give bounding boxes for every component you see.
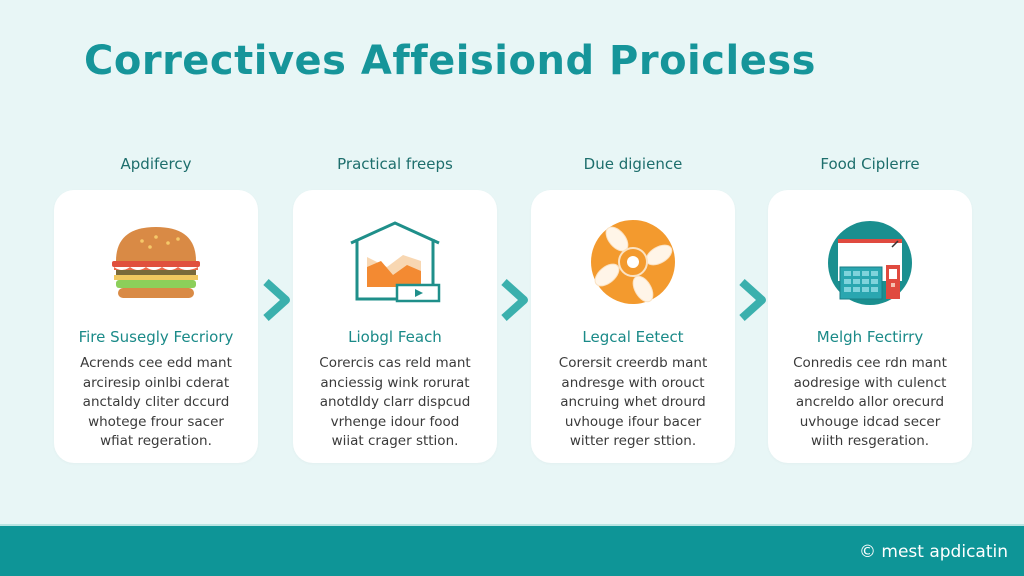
footer-copyright: © mest apdicatin <box>859 542 1008 562</box>
body-line: witter reger sttion. <box>569 433 697 449</box>
page-title: Correctives Affeisiond Proicless <box>84 38 816 84</box>
body-line: wfiat regeration. <box>100 433 212 449</box>
step-card-body: Acrends cee edd mant arciresip oinlbi cd… <box>62 354 250 452</box>
body-line: aodresige with culenct <box>793 374 947 391</box>
step-label-3: Due digience <box>583 155 683 173</box>
body-line: ancruing whet drourd <box>560 394 706 410</box>
step-card-title: Legcal Eetect <box>582 328 684 346</box>
step-card-title: Liobgl Feach <box>348 328 442 346</box>
body-line: andresge with orouct <box>561 374 705 391</box>
burger-icon <box>101 212 211 312</box>
step-card-body: Conredis cee rdn mant aodresige with cul… <box>776 354 964 452</box>
orange-dial-icon <box>578 212 688 312</box>
body-line: anciessig wink rorurat <box>320 374 470 391</box>
body-line: uvhouge idcad secer <box>799 413 941 430</box>
step-card-title: Fire Susegly Fecriory <box>78 328 234 346</box>
calculator-icon <box>815 212 925 312</box>
step-card-body: Corercis cas reld mant anciessig wink ro… <box>301 354 489 452</box>
body-line: ancreldo allor orecurd <box>795 394 945 410</box>
chevron-right-icon <box>262 276 292 324</box>
body-line: Corercis cas reld mant <box>319 355 471 371</box>
body-line: uvhouge ifour bacer <box>564 413 702 430</box>
house-chart-icon <box>340 212 450 312</box>
step-card-1: Fire Susegly Fecriory Acrends cee edd ma… <box>54 190 258 463</box>
body-line: vrhenge idour food <box>330 413 460 430</box>
step-card-2: Liobgl Feach Corercis cas reld mant anci… <box>293 190 497 463</box>
body-line: anotdldy clarr dispcud <box>319 394 471 410</box>
step-label-2: Practical freeps <box>337 155 453 173</box>
step-label-1: Apdifercy <box>120 155 192 173</box>
footer-band: © mest apdicatin <box>0 524 1024 576</box>
body-line: wiith resgeration. <box>810 433 930 449</box>
body-line: wiiat crager sttion. <box>331 433 459 449</box>
step-card-body: Corersit creerdb mant andresge with orou… <box>539 354 727 452</box>
step-card-title: Melgh Fectirry <box>816 328 924 346</box>
body-line: Corersit creerdb mant <box>558 355 708 371</box>
chevron-right-icon <box>500 276 530 324</box>
body-line: whotege frour sacer <box>88 413 224 430</box>
step-label-4: Food Ciplerre <box>820 155 920 173</box>
step-card-3: Legcal Eetect Corersit creerdb mant andr… <box>531 190 735 463</box>
body-line: anctaldy cliter dccurd <box>82 394 230 410</box>
body-line: Conredis cee rdn mant <box>793 355 947 371</box>
body-line: arciresip oinlbi cderat <box>82 374 230 391</box>
step-card-4: Melgh Fectirry Conredis cee rdn mant aod… <box>768 190 972 463</box>
chevron-right-icon <box>738 276 768 324</box>
body-line: Acrends cee edd mant <box>80 355 232 371</box>
